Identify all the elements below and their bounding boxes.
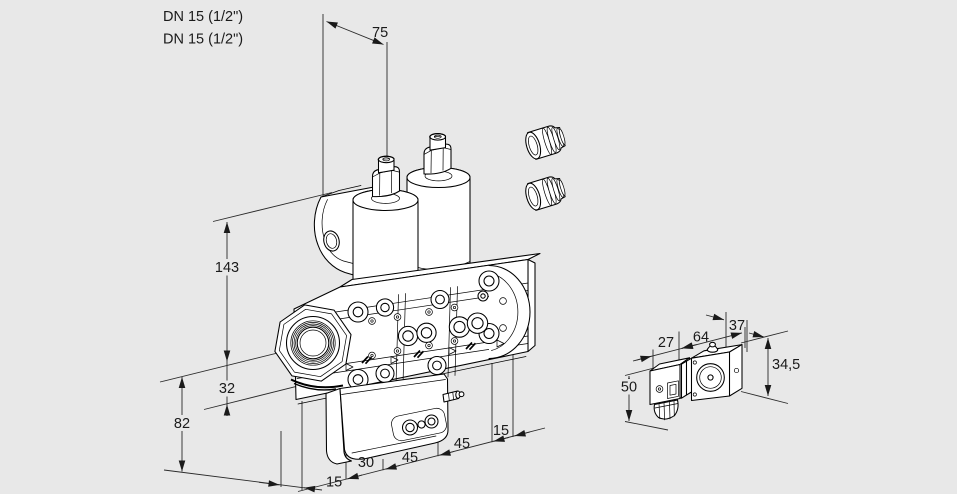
dim-34-5-label: 34,5 — [772, 357, 800, 373]
pressure-test-bosses — [397, 312, 489, 347]
dim-30-label: 30 — [358, 455, 374, 471]
dim-15-right-label: 15 — [493, 423, 509, 439]
dim-45b-label: 45 — [454, 436, 470, 452]
dim-75-label: 75 — [372, 25, 388, 41]
sealing-plug-2 — [525, 176, 566, 211]
dim-64-label: 64 — [693, 330, 709, 346]
dim-37-label: 37 — [729, 318, 745, 334]
test-nipple — [442, 390, 465, 403]
valve-assembly — [274, 133, 541, 465]
inlet-flange — [274, 304, 352, 391]
screws — [368, 297, 507, 360]
accessory-actuator — [649, 341, 743, 421]
solenoid-right — [406, 133, 471, 279]
port-size-label-1: DN 15 (1/2") — [163, 9, 243, 25]
actuator-dome — [706, 341, 719, 353]
dim-82-label: 82 — [174, 416, 190, 432]
projection-lines — [159, 14, 789, 492]
solenoid-left-hex-cap — [371, 166, 401, 198]
dim-50-label: 50 — [621, 380, 637, 396]
dimension-labels: DN 15 (1/2") DN 15 (1/2") 75 143 32 82 1… — [163, 9, 800, 491]
page-bottom-strip — [0, 494, 957, 500]
flow-direction-arrows — [345, 339, 505, 371]
sealing-plug-1 — [525, 125, 566, 160]
dim-45a-label: 45 — [402, 450, 418, 466]
port-size-label-2: DN 15 (1/2") — [163, 32, 243, 48]
dim-15-left-label: 15 — [326, 475, 342, 491]
bracket-hole — [323, 230, 340, 252]
label-backgrounds — [166, 259, 644, 431]
solenoid-left — [352, 155, 419, 294]
dim-27-label: 27 — [658, 335, 674, 351]
dimension-lines — [178, 21, 772, 493]
cable-gland-nut — [653, 399, 679, 421]
dim-143-label: 143 — [215, 260, 239, 276]
actuator-body — [680, 341, 743, 402]
dim-32-label: 32 — [219, 381, 235, 397]
actuator-box — [325, 373, 465, 465]
